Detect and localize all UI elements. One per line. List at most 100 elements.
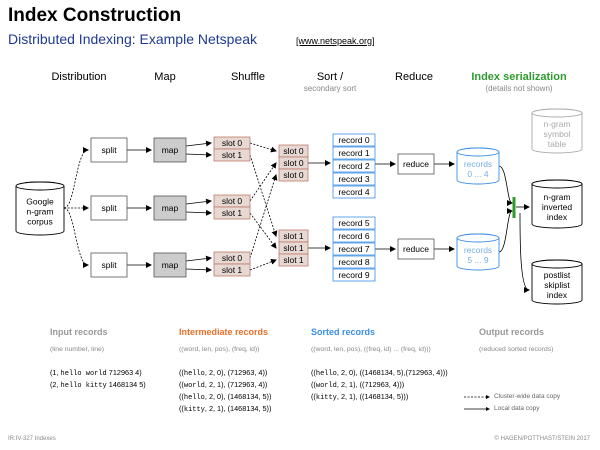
edge-db-top-merge xyxy=(498,165,513,206)
legend-lines xyxy=(464,395,490,411)
input-record-1: (2, hello kitty 1468134 5) xyxy=(50,380,146,390)
record-top-4 xyxy=(332,185,376,199)
records-db-bottom xyxy=(456,233,500,271)
record-top-4-label-0: record 4 xyxy=(338,187,369,197)
record-bottom-2 xyxy=(332,242,376,256)
record-bottom-0-label-0: record 5 xyxy=(338,218,369,228)
stage-index-serialization: Index serialization xyxy=(471,71,567,83)
ngram-symbol-table-label-2: table xyxy=(548,139,567,149)
map-box-0 xyxy=(153,137,187,163)
split-box-1 xyxy=(90,195,128,221)
map-box-2 xyxy=(153,252,187,278)
mapper-1-slot-0-label-0: slot 0 xyxy=(222,196,243,206)
page-subtitle: Distributed Indexing: Example Netspeak xyxy=(8,31,258,47)
sort-slot-1-2 xyxy=(278,253,309,267)
edge-shuffle-slot0-0 xyxy=(249,142,277,153)
mapper-2-slot-1 xyxy=(213,263,251,277)
intermediate-record-1: ((world, 2, 1), (712963, 4)) xyxy=(179,380,268,390)
legend-local-copy: Local data copy xyxy=(494,405,540,412)
netspeak-link[interactable]: [www.netspeak.org] xyxy=(296,36,375,46)
reduce-box-top xyxy=(397,153,435,175)
map-box-2-label-0: map xyxy=(162,260,179,270)
split-box-0-label-0: split xyxy=(101,145,117,155)
edge-shuffle-slot1-2 xyxy=(249,258,277,271)
edge-db-bottom-merge xyxy=(498,208,513,253)
record-top-3 xyxy=(332,172,376,186)
input-records-format: (line number, line) xyxy=(50,346,105,353)
intermediate-record-3: ((kitty, 2, 1), (1468134, 5)) xyxy=(179,404,272,414)
google-ngram-corpus-label-2: corpus xyxy=(27,217,53,227)
split-box-2 xyxy=(90,252,128,278)
split-box-1-label-0: split xyxy=(101,203,117,213)
record-top-3-label-0: record 3 xyxy=(338,174,369,184)
ngram-inverted-index xyxy=(531,179,583,229)
postlist-skiplist-index xyxy=(531,259,583,305)
postlist-skiplist-index-label-2: index xyxy=(547,290,568,300)
output-records-format: (reduced sorted records) xyxy=(479,346,554,353)
record-top-1 xyxy=(332,146,376,160)
edge-map-slot1-1 xyxy=(185,209,212,216)
mapper-0-slot-1-label-0: slot 1 xyxy=(222,150,243,160)
ngram-symbol-table xyxy=(531,108,583,154)
google-ngram-corpus-label-1: n-gram xyxy=(27,207,54,217)
map-box-0-label-0: map xyxy=(162,145,179,155)
record-bottom-0 xyxy=(332,216,376,230)
google-ngram-corpus xyxy=(15,181,65,236)
records-db-top xyxy=(456,147,500,185)
edge-shuffle-slot1-1 xyxy=(249,212,277,249)
stage-distribution: Distribution xyxy=(51,71,107,83)
stage-sort: Sort / xyxy=(316,71,344,83)
records-db-top-label-0: records xyxy=(464,159,492,169)
sorted-record-1: ((world, 2, 1), ((712963, 4))) xyxy=(311,380,405,390)
sort-slot-0-1-label-0: slot 0 xyxy=(283,158,304,168)
ngram-symbol-table-label-0: n-gram xyxy=(544,119,571,129)
edge-shuffle-slot1-0 xyxy=(249,154,278,237)
record-bottom-1-label-0: record 6 xyxy=(338,231,369,241)
input-record-0: (1, hello world 712963 4) xyxy=(50,368,142,378)
sorted-record-0: ((hello, 2, 0), ((1468134, 5),(712963, 4… xyxy=(311,368,448,378)
map-box-1-label-0: map xyxy=(162,203,179,213)
page-title: Index Construction xyxy=(8,5,182,26)
input-records-title: Input records xyxy=(50,327,108,337)
record-top-2-label-0: record 2 xyxy=(338,161,369,171)
google-ngram-corpus-label-0: Google xyxy=(26,197,54,207)
mapper-1-slot-1 xyxy=(213,206,251,220)
stage-reduce: Reduce xyxy=(395,71,433,83)
intermediate-record-2: ((hello, 2, 0), (1468134, 5)) xyxy=(179,392,272,402)
mapper-1-slot-1-label-0: slot 1 xyxy=(222,208,243,218)
intermediate-records-title: Intermediate records xyxy=(179,327,269,337)
sorted-records-title: Sorted records xyxy=(311,327,376,337)
postlist-skiplist-index-label-0: postlist xyxy=(544,270,571,280)
postlist-skiplist-index-label-1: skiplist xyxy=(544,280,570,290)
edge-corpus-split-2 xyxy=(63,207,89,268)
record-bottom-3-label-0: record 8 xyxy=(338,257,369,267)
ngram-symbol-table-label-1: symbol xyxy=(544,129,571,139)
ngram-inverted-index-label-2: index xyxy=(547,212,568,222)
record-top-2 xyxy=(332,159,376,173)
record-bottom-4 xyxy=(332,268,376,282)
intermediate-records-format: ((word, len, pos), (freq, id)) xyxy=(179,346,260,353)
ngram-inverted-index-label-0: n-gram xyxy=(544,192,571,202)
map-box-1 xyxy=(153,195,187,221)
reduce-box-bottom-label-0: reduce xyxy=(403,244,429,254)
mapper-2-slot-0-label-0: slot 0 xyxy=(222,253,243,263)
record-top-1-label-0: record 1 xyxy=(338,148,369,158)
intermediate-record-0: ((hello, 2, 0), (712963, 4)) xyxy=(179,368,268,378)
footer-left: IR:IV-327 Indexes xyxy=(8,436,56,442)
sorted-records-format: ((word, len, pos), ((freq, id) ... (freq… xyxy=(311,346,431,353)
records-db-bottom-label-0: records xyxy=(464,245,492,255)
record-bottom-2-label-0: record 7 xyxy=(338,244,369,254)
record-bottom-3 xyxy=(332,255,376,269)
ngram-inverted-index-label-1: inverted xyxy=(542,202,573,212)
edge-map-slot0-1 xyxy=(185,198,212,205)
split-box-2-label-0: split xyxy=(101,260,117,270)
mapper-0-slot-0-label-0: slot 0 xyxy=(222,138,243,148)
sort-slot-0-2-label-0: slot 0 xyxy=(283,170,304,180)
edge-merge-postlist xyxy=(519,212,530,293)
stage-shuffle: Shuffle xyxy=(230,71,266,83)
legend-cluster-copy: Cluster-wide data copy xyxy=(494,393,561,400)
record-top-0-label-0: record 0 xyxy=(338,135,369,145)
sort-slot-1-2-label-0: slot 1 xyxy=(283,255,304,265)
sort-slot-1-0-label-0: slot 1 xyxy=(283,231,304,241)
